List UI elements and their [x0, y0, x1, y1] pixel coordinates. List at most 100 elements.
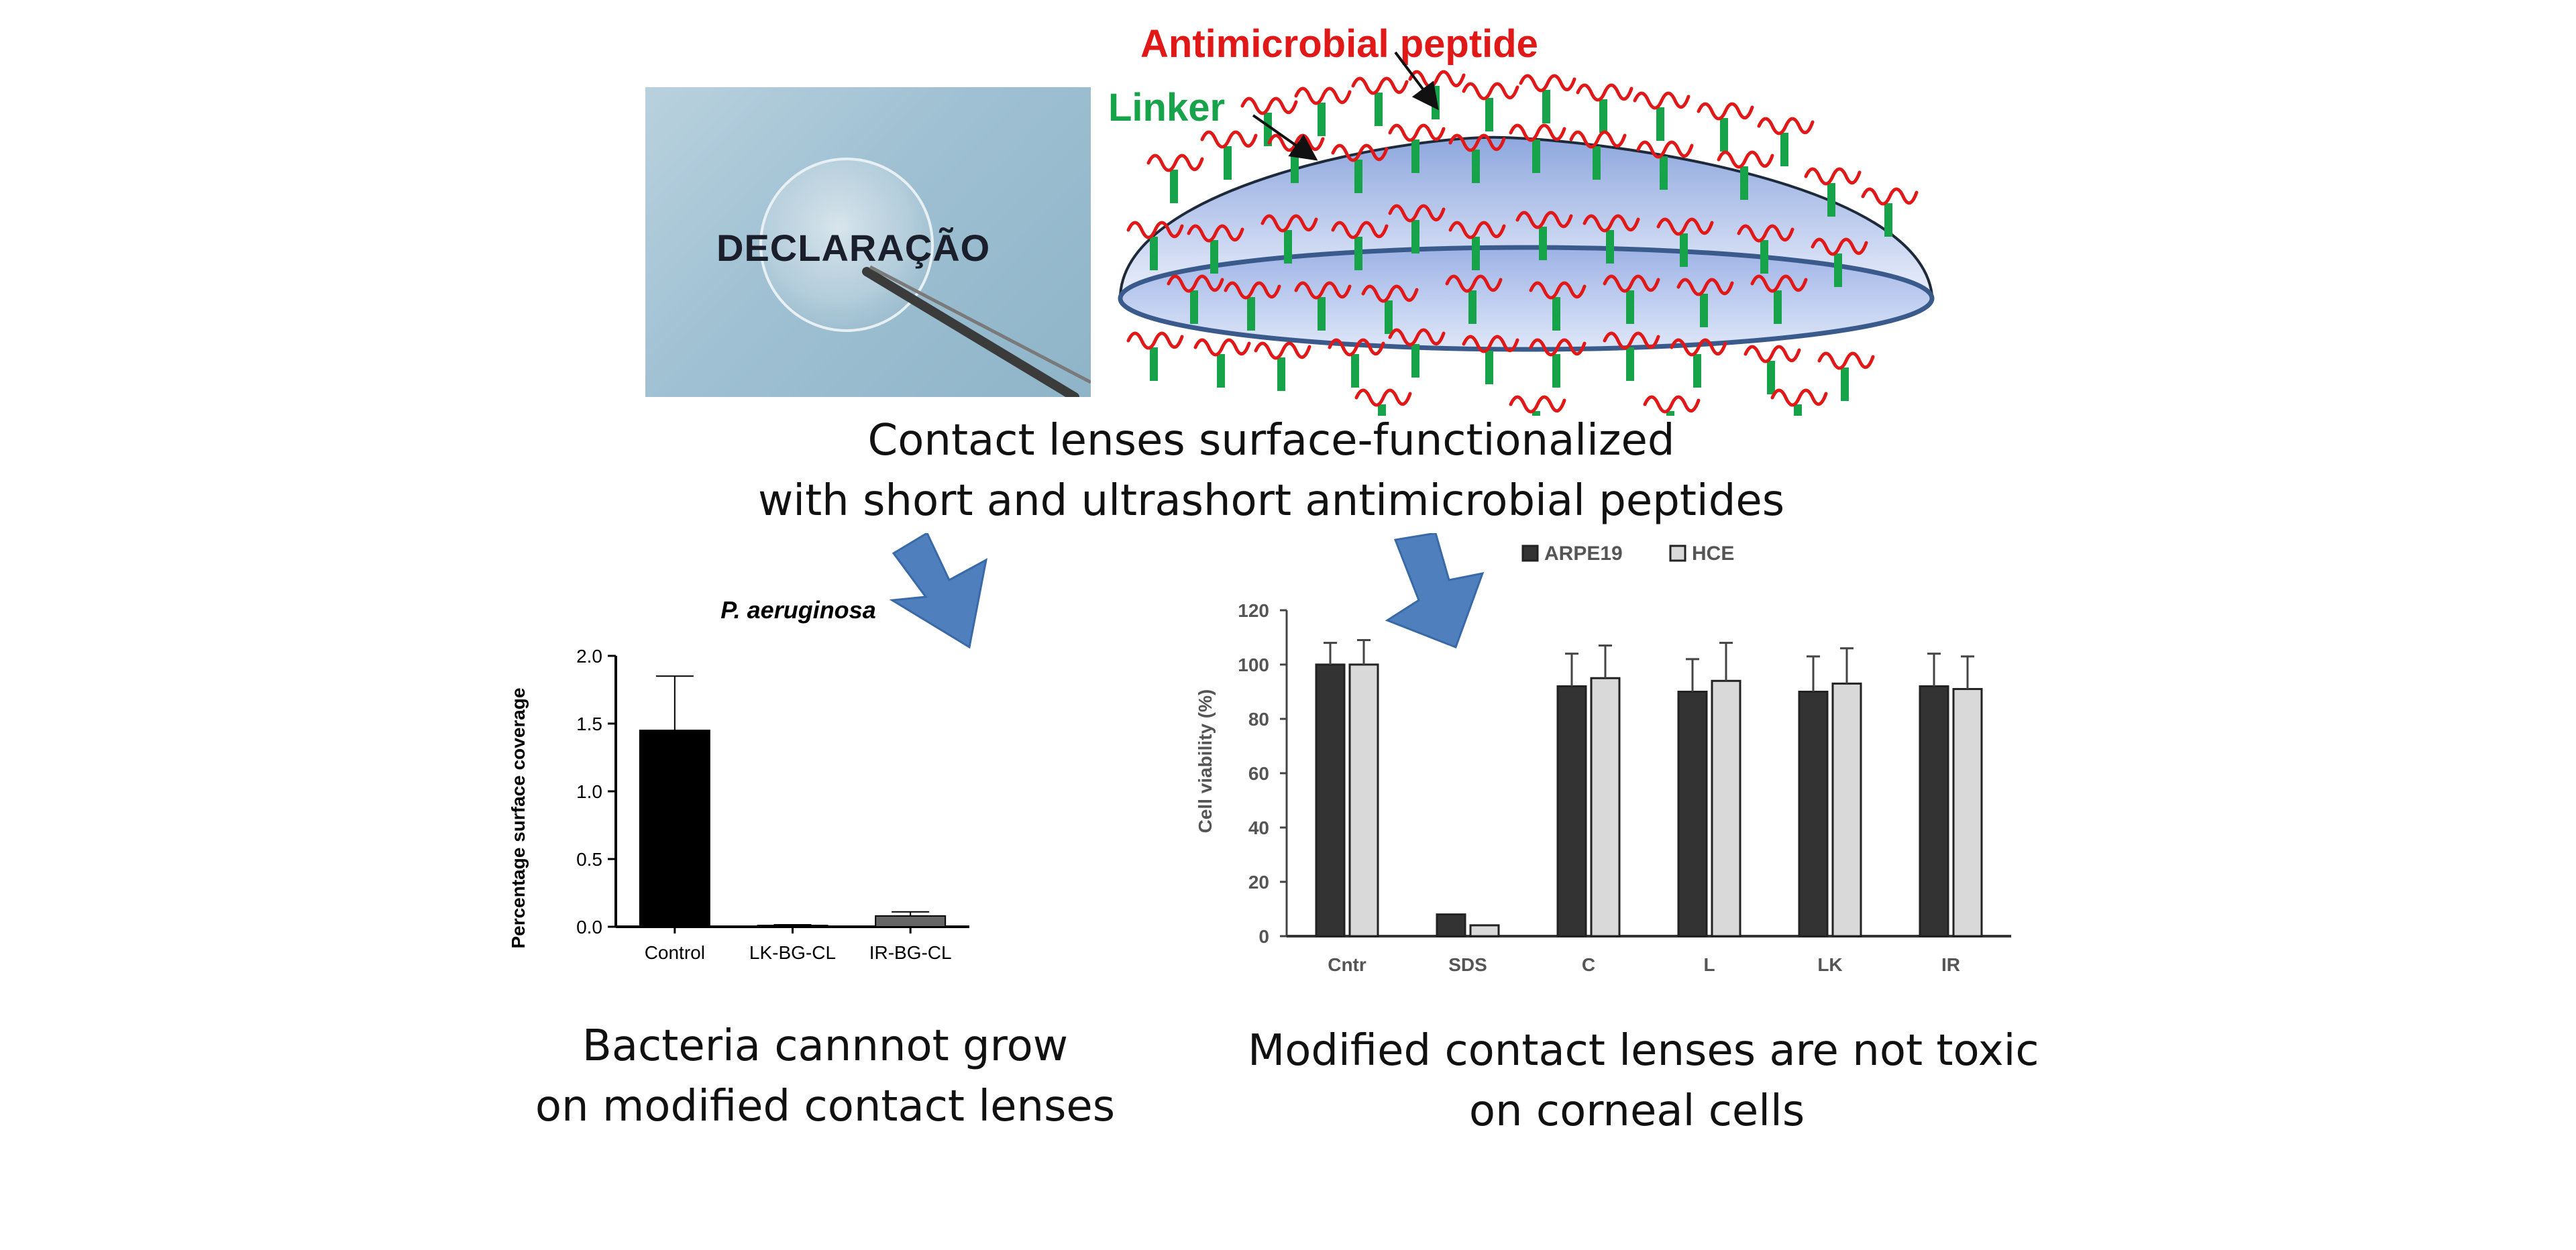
legend-swatch — [1521, 545, 1539, 562]
linker-mark — [1780, 133, 1788, 166]
linker-mark — [1884, 203, 1892, 237]
bar-arpe19-lk — [1798, 691, 1829, 937]
linker-mark — [1552, 354, 1560, 388]
bar-hce-sds — [1469, 924, 1500, 937]
y-tick-label: 0.5 — [576, 849, 602, 870]
bar-arpe19-c — [1556, 685, 1587, 937]
linker-mark — [1656, 107, 1664, 141]
bar-hce-lk — [1831, 682, 1862, 937]
arrow-to-right-panel — [1385, 533, 1485, 648]
x-tick-label: Control — [645, 942, 705, 963]
linker-mark — [1150, 237, 1158, 270]
legend-swatch — [1669, 545, 1686, 562]
peptide-mark — [1193, 338, 1251, 357]
x-tick-label: LK — [1817, 954, 1842, 975]
bar-hce-cntr — [1348, 663, 1379, 937]
linker-mark — [1599, 99, 1607, 133]
right-caption-line-1: Modified contact lenses are not toxic — [1248, 1026, 2039, 1076]
y-tick-label: 20 — [1248, 872, 1269, 893]
peptide-mark — [1331, 144, 1389, 162]
tweezers-highlight — [869, 265, 1091, 384]
peptide-mark — [1676, 278, 1734, 296]
left-caption-line-1: Bacteria cannnot grow — [582, 1021, 1069, 1071]
peptide-mark — [1737, 224, 1794, 243]
peptide-mark — [1804, 167, 1862, 186]
linker-mark — [1210, 240, 1218, 274]
lens-photo-graphic — [759, 158, 1091, 397]
peptide-mark — [1770, 388, 1828, 407]
peptide-mark — [1328, 338, 1385, 357]
peptide-mark — [1569, 130, 1627, 149]
linker-mark — [1217, 354, 1225, 388]
peptide-mark — [1509, 395, 1566, 414]
x-tick-label: IR-BG-CL — [869, 942, 952, 963]
left-caption-line-2: on modified contact lenses — [535, 1082, 1116, 1131]
peptide-pointer-arrow — [1394, 51, 1439, 111]
peptide-mark — [1515, 211, 1573, 229]
y-tick-label: 60 — [1248, 763, 1269, 784]
peptide-linker-decoration — [1126, 70, 1919, 416]
linker-mark — [1472, 237, 1480, 270]
peptide-mark — [1462, 335, 1519, 353]
linker-mark — [1700, 294, 1708, 327]
bar-arpe19-ir — [1919, 685, 1949, 937]
top-caption-line-2: with short and ultrashort antimicrobial … — [757, 476, 1785, 526]
peptide-mark — [1750, 274, 1808, 293]
bar-control — [639, 730, 710, 927]
peptide-mark — [1656, 217, 1714, 236]
peptide-mark — [1267, 133, 1325, 152]
top-caption-line-1: Contact lenses surface-functionalized — [867, 416, 1675, 465]
bar-ir-bg-cl — [875, 915, 947, 927]
peptide-mark — [1743, 345, 1801, 363]
linker-mark — [1532, 411, 1540, 416]
peptide-mark — [1408, 70, 1466, 89]
peptide-mark — [1388, 204, 1446, 223]
linker-mark — [1606, 230, 1614, 264]
peptide-mark — [1126, 331, 1184, 350]
bar-lk-bg-cl — [757, 924, 828, 928]
y-axis-label: Cell viability (%) — [1195, 689, 1216, 834]
photo-text: DECLARAÇÃO — [716, 227, 991, 269]
lens-base-rim — [1118, 245, 1935, 352]
left-caption: Bacteria cannnot grow on modified contac… — [523, 1016, 1127, 1137]
right-caption-line-2: on corneal cells — [1468, 1086, 1805, 1136]
bar-hce-ir — [1952, 687, 1983, 937]
peptide-mark — [1187, 224, 1244, 243]
peptide-mark — [1361, 284, 1419, 303]
y-tick-label: 0 — [1258, 926, 1269, 947]
peptide-mark — [1354, 388, 1412, 407]
peptide-mark — [1670, 338, 1727, 357]
linker-mark — [1626, 347, 1634, 381]
peptide-label: Antimicrobial peptide — [1140, 27, 1538, 66]
linker-mark — [1170, 170, 1178, 203]
linker-mark — [1291, 150, 1299, 183]
linker-mark — [1411, 344, 1419, 378]
linker-mark — [1680, 233, 1688, 267]
linker-mark — [1472, 150, 1480, 183]
linker-mark — [1660, 156, 1668, 190]
peptide-mark — [1582, 214, 1640, 233]
linker-mark — [1411, 139, 1419, 173]
linker-mark — [1150, 347, 1158, 381]
linker-mark — [1542, 90, 1550, 123]
peptide-mark — [1576, 83, 1633, 102]
peptide-mark — [1811, 237, 1868, 256]
linker-mark — [1284, 230, 1292, 264]
linker-mark — [1190, 290, 1198, 324]
peptide-mark — [1240, 97, 1298, 115]
peptide-mark — [1757, 117, 1815, 135]
peptide-mark — [1633, 91, 1690, 110]
linker-mark — [1693, 354, 1701, 388]
legend-label: ARPE19 — [1544, 543, 1623, 565]
peptide-mark — [1167, 274, 1224, 293]
linker-mark — [1354, 237, 1362, 270]
linker-mark — [1354, 160, 1362, 193]
peptide-mark — [1445, 274, 1503, 293]
peptide-mark — [1294, 87, 1352, 105]
linker-mark — [1277, 357, 1285, 391]
y-tick-label: 0.0 — [576, 917, 602, 937]
peptide-mark — [1717, 150, 1774, 169]
peptide-mark — [1254, 341, 1311, 360]
chart-title: P. aeruginosa — [720, 596, 875, 624]
y-tick-label: 120 — [1238, 600, 1269, 621]
